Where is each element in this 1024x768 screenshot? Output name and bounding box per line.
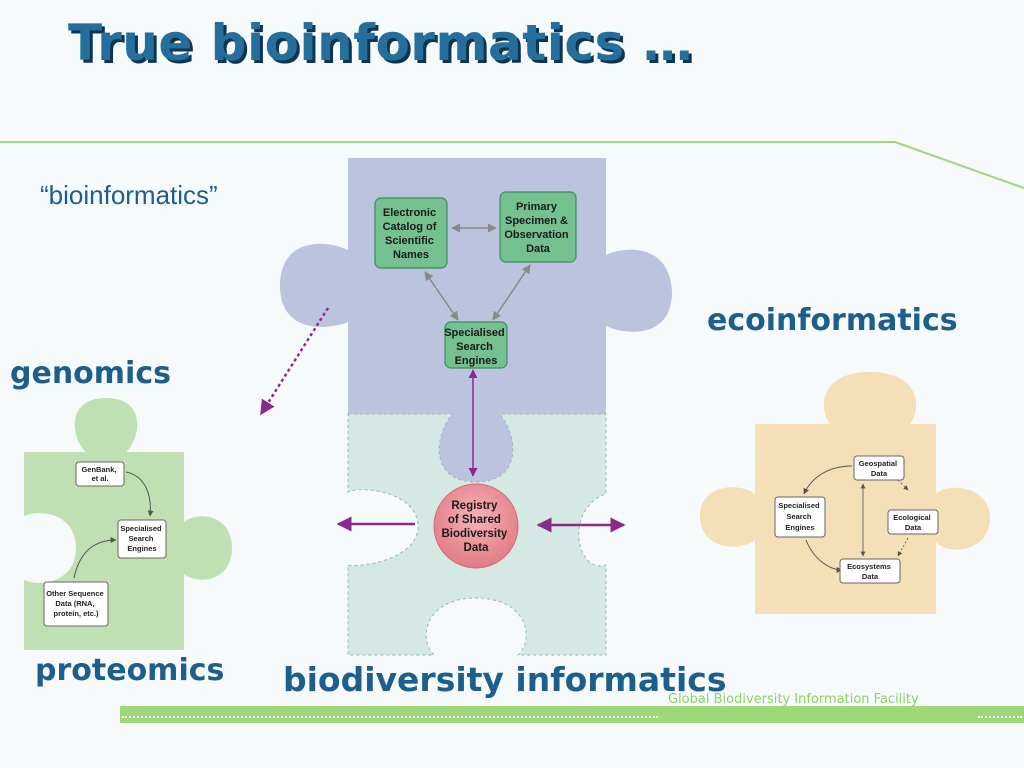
- slide-title: True bioinformatics …: [68, 14, 694, 72]
- arrow-genomics-link: [259, 307, 330, 416]
- right-box-search-text: Specialised Search Engines: [778, 501, 821, 532]
- footer-band: [120, 706, 1024, 723]
- right-box-ecological-text: Ecological Data: [893, 513, 933, 532]
- registry-text: Registry of Shared Biodiversity Data: [441, 500, 510, 554]
- right-arrow-search-eco: [805, 539, 843, 573]
- box-catalog-text: Electronic Catalog of Scientific Names: [383, 207, 440, 261]
- box-search-center-text: Specialised Search Engines: [444, 327, 508, 367]
- box-specimen: [499, 191, 577, 263]
- ecoinformatics-label: ecoinformatics: [707, 303, 958, 338]
- left-arrow-other-search: [73, 537, 117, 579]
- right-box-ecosystems: [839, 558, 901, 584]
- right-box-ecosystems-text: Ecosystems Data: [847, 562, 893, 581]
- biodiversity-informatics-label: biodiversity informatics: [283, 660, 727, 699]
- footer-organization: Global Biodiversity Information Facility: [668, 692, 919, 707]
- left-box-search-text: Specialised Search Engines: [120, 524, 163, 553]
- genomics-label: genomics: [10, 356, 171, 391]
- left-box-genbank: [75, 461, 125, 487]
- box-catalog: [374, 197, 448, 269]
- right-box-geospatial: [853, 455, 905, 481]
- right-box-ecological: [887, 509, 939, 535]
- registry-circle: [433, 483, 519, 569]
- puzzle-piece-purple: [280, 158, 672, 482]
- right-arrow-ecol-ecosys: [897, 537, 909, 557]
- box-search-center: [444, 321, 508, 369]
- left-box-other-text: Other Sequence Data (RNA, protein, etc.): [46, 589, 106, 618]
- bioinformatics-label: “bioinformatics”: [40, 180, 218, 210]
- box-specimen-text: Primary Specimen & Observation Data: [504, 201, 571, 255]
- arrow-catalog-search: [424, 271, 459, 321]
- right-box-search: [774, 496, 826, 538]
- arrow-specimen-search: [492, 264, 531, 321]
- proteomics-label: proteomics: [35, 653, 225, 688]
- puzzle-piece-tan: [700, 372, 990, 614]
- footer-dotted-line-left: [122, 716, 658, 718]
- left-box-other: [43, 581, 109, 627]
- left-box-genbank-text: GenBank, et al.: [81, 465, 118, 483]
- footer-dotted-line-right: [978, 716, 1022, 718]
- left-arrow-genbank-search: [125, 471, 154, 517]
- right-box-geospatial-text: Geospatial Data: [859, 459, 899, 478]
- accent-line: [0, 141, 1024, 189]
- right-arrow-geo-search: [803, 465, 853, 495]
- left-box-search: [117, 519, 167, 559]
